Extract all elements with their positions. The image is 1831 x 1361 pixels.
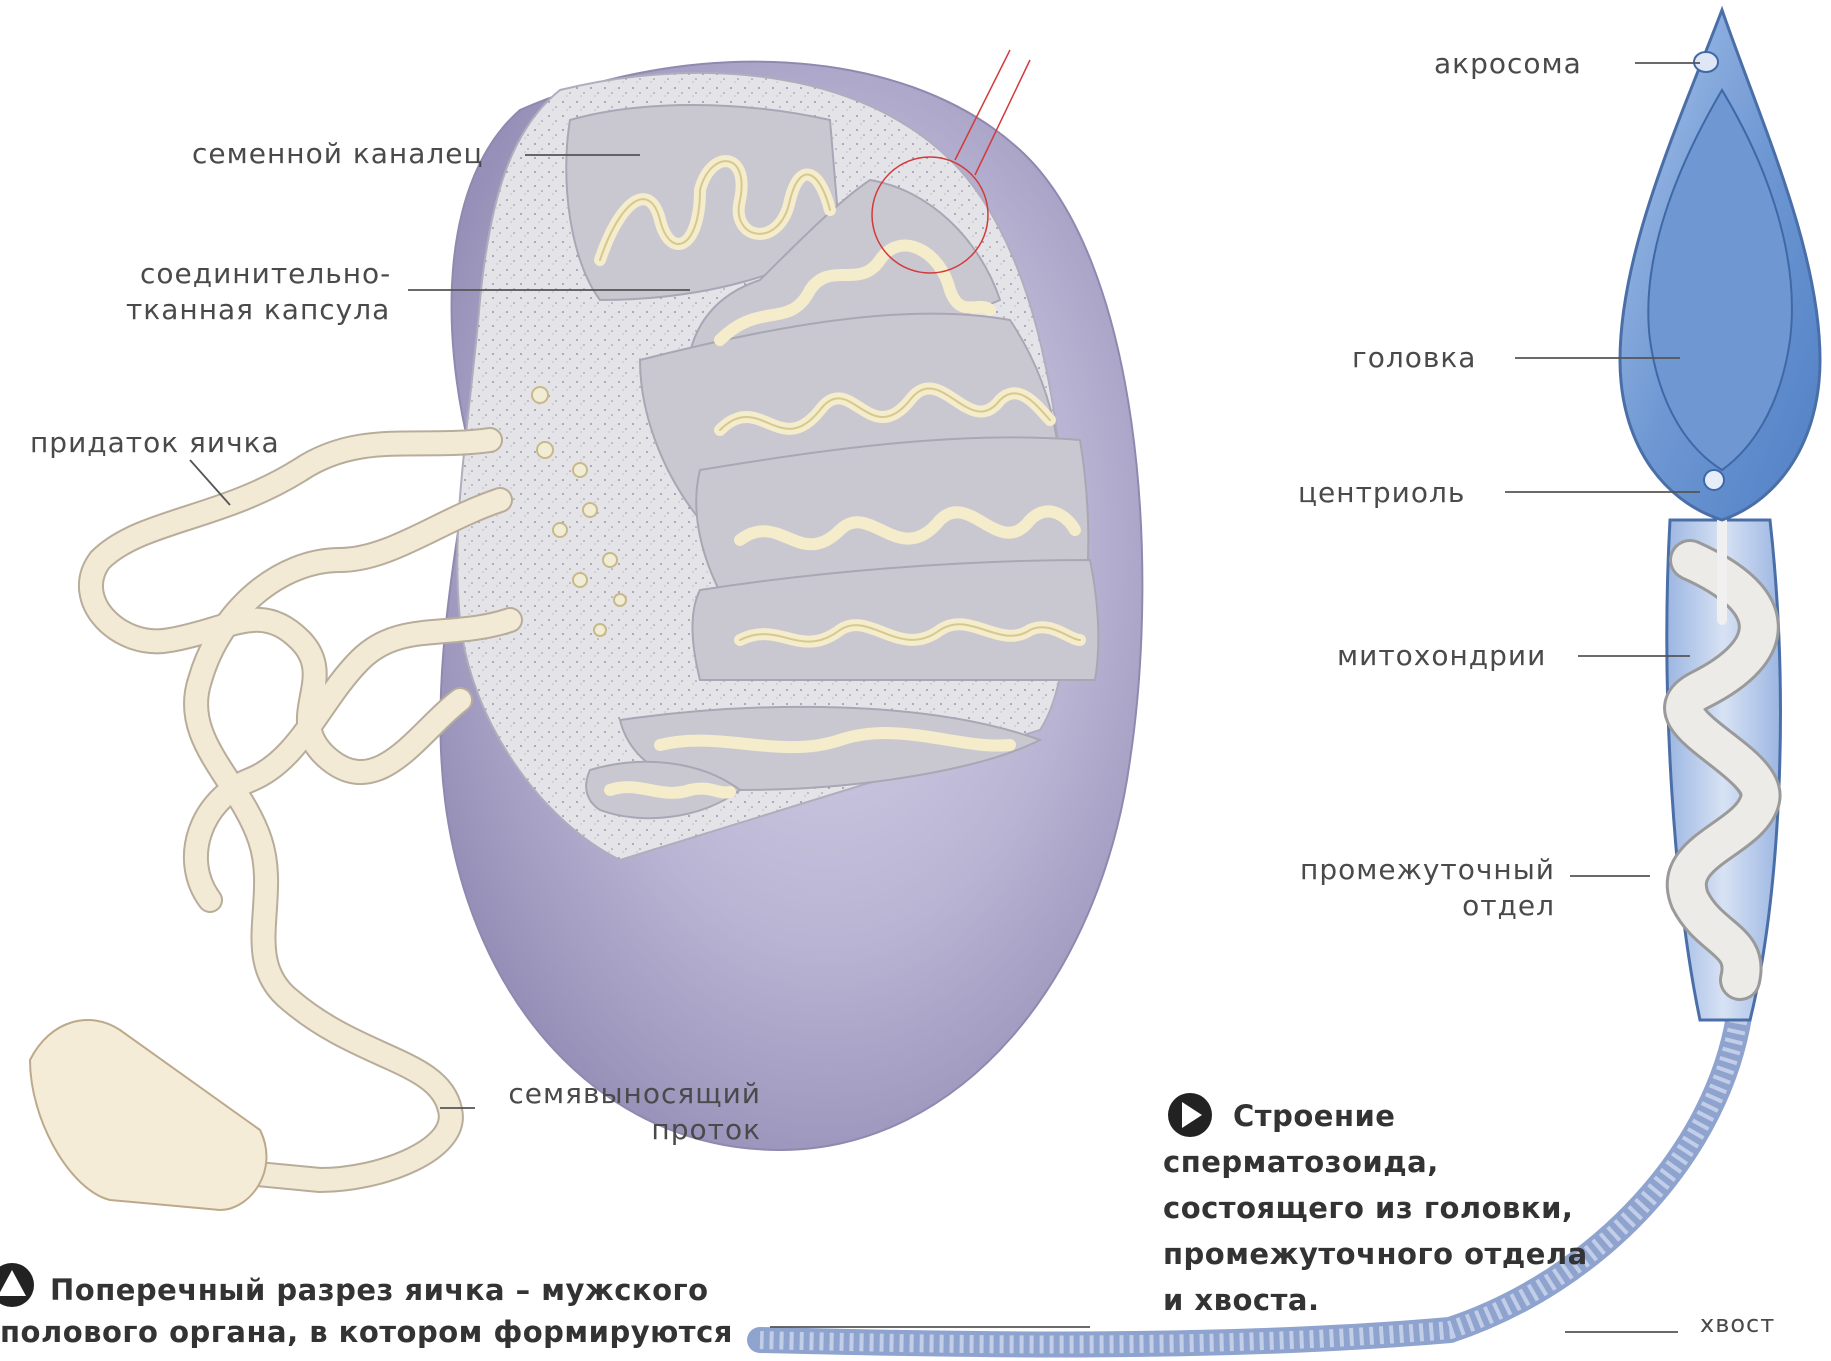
label-midpiece-line2: отдел [1230, 888, 1555, 924]
play-arrow-icon [1168, 1093, 1212, 1137]
label-epididymis: придаток яичка [30, 425, 280, 461]
sperm-caption-line1: Строение [1233, 1094, 1395, 1138]
sperm-caption-line4: промежуточного отдела [1163, 1232, 1588, 1276]
label-acrosome: акросома [1434, 46, 1582, 82]
sperm-caption-line5: и хвоста. [1163, 1278, 1319, 1322]
centriole [1704, 470, 1724, 490]
epididymis [30, 440, 510, 1210]
label-vas-deferens-line2: проток [486, 1112, 761, 1148]
testis-caption-line1: Поперечный разрез яичка – мужского [50, 1268, 709, 1312]
label-mitochondria: митохондрии [1337, 638, 1546, 674]
label-vas-deferens-line1: семявыносящий [486, 1076, 761, 1112]
triangle-up-icon [0, 1263, 34, 1307]
label-head: головка [1352, 340, 1476, 376]
sperm-caption-line2: сперматозоида, [1163, 1140, 1439, 1184]
label-seminiferous-tubule: семенной каналец [192, 136, 484, 172]
sperm-caption-line3: состоящего из головки, [1163, 1186, 1573, 1230]
testis-caption-line2: полового органа, в котором формируются [0, 1310, 733, 1354]
label-capsule-line1: соединительно- [140, 256, 391, 292]
label-centriole: центриоль [1298, 475, 1465, 511]
label-tail: хвост [1700, 1306, 1775, 1342]
testis [440, 50, 1142, 1150]
label-midpiece-line1: промежуточный [1230, 852, 1555, 888]
vas-deferens-end [30, 1020, 266, 1210]
label-capsule-line2: тканная капсула [126, 292, 390, 328]
acrosome [1694, 52, 1718, 72]
